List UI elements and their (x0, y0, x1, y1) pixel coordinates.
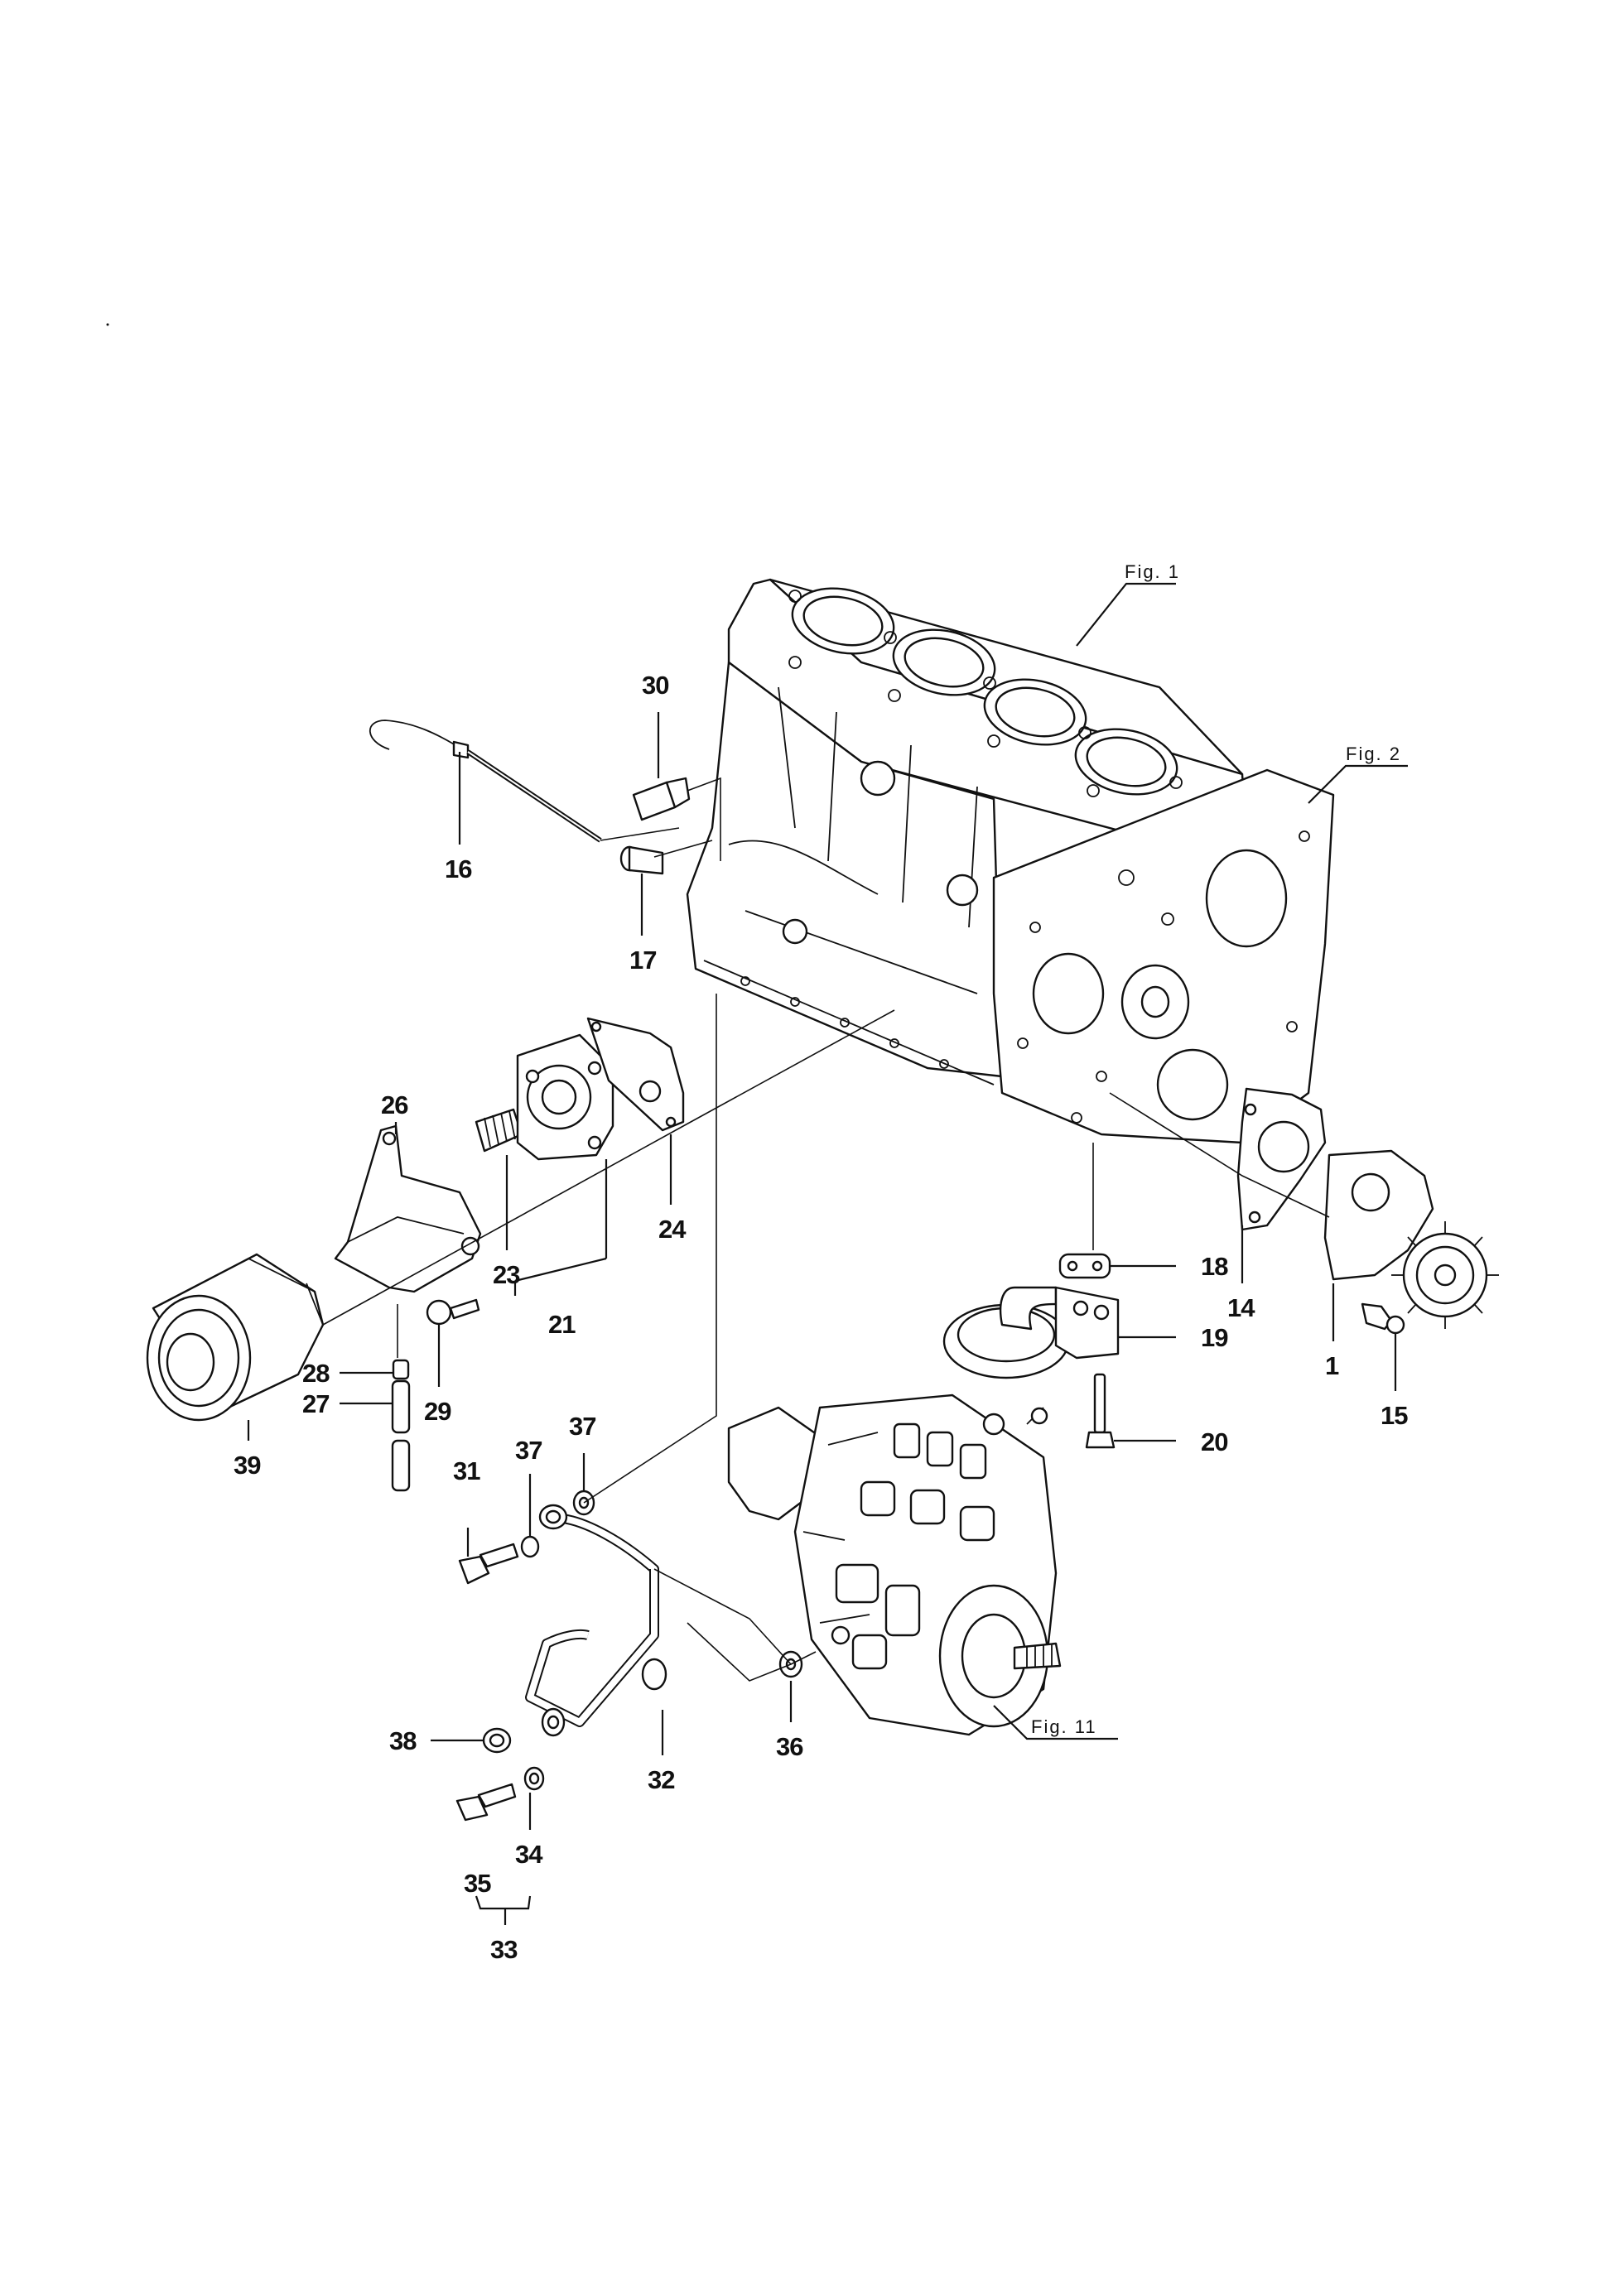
fig-ref-1: Fig. 1 (1125, 561, 1180, 582)
callout-24: 24 (658, 1215, 687, 1244)
cylinder-block (686, 578, 1335, 1144)
callout-35: 35 (464, 1869, 491, 1898)
oil-pump-1 (1323, 1149, 1499, 1329)
callout-1: 1 (1325, 1351, 1339, 1380)
callout-14: 14 (1227, 1293, 1255, 1322)
callout-37-left: 37 (515, 1436, 542, 1465)
dipstick (369, 720, 602, 843)
callout-16: 16 (445, 854, 472, 883)
filter-housing-21 (516, 1033, 614, 1161)
callout-20: 20 (1201, 1427, 1227, 1456)
callout-17: 17 (629, 946, 656, 975)
callout-27: 27 (302, 1389, 329, 1418)
callout-33: 33 (490, 1935, 518, 1964)
callout-15: 15 (1381, 1401, 1408, 1430)
callout-32: 32 (648, 1765, 674, 1794)
pin-28-27 (391, 1359, 411, 1492)
callout-31: 31 (453, 1456, 480, 1485)
callout-38: 38 (389, 1726, 417, 1755)
callout-29: 29 (424, 1397, 451, 1426)
callout-26: 26 (381, 1090, 408, 1119)
filter-bracket (334, 1124, 482, 1293)
leader-lines (322, 777, 1330, 1682)
bolt-20 (1085, 1373, 1116, 1449)
callout-19: 19 (1201, 1323, 1228, 1352)
oil-filter (146, 1253, 325, 1422)
bolt-29 (426, 1298, 480, 1326)
callout-21: 21 (548, 1310, 576, 1339)
callout-23: 23 (493, 1260, 520, 1289)
washers-bolts (455, 1490, 803, 1822)
spring-23 (475, 1108, 523, 1153)
callout-34: 34 (515, 1840, 543, 1869)
callout-37-right: 37 (569, 1412, 595, 1441)
plug-30 (632, 777, 691, 821)
injection-pump (727, 1393, 1062, 1736)
pipe-17 (619, 845, 664, 875)
fig-ref-11: Fig. 11 (1031, 1716, 1097, 1737)
callout-28: 28 (302, 1359, 330, 1388)
callout-18: 18 (1201, 1252, 1228, 1281)
gasket-24 (586, 1017, 685, 1132)
gasket-18 (1058, 1253, 1111, 1279)
bolt-15 (1361, 1302, 1405, 1335)
gasket-14 (1236, 1087, 1327, 1231)
stray-dot (106, 323, 109, 326)
callout-39: 39 (234, 1451, 261, 1480)
fig-ref-2: Fig. 2 (1346, 744, 1401, 764)
callout-leaders (247, 582, 1408, 1925)
oil-pipe-32 (525, 1504, 667, 1737)
callout-36: 36 (776, 1732, 803, 1761)
strainer-19 (942, 1286, 1120, 1379)
callout-30: 30 (642, 671, 668, 700)
